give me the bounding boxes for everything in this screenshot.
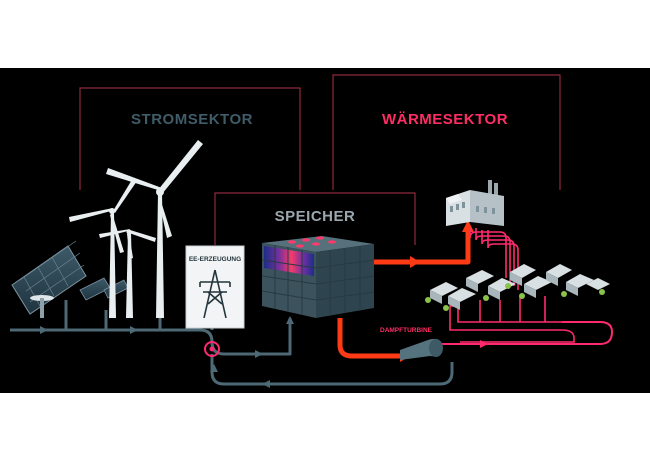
speicher-label: SPEICHER <box>275 208 356 225</box>
power-pylon-icon <box>199 269 231 319</box>
turbine-label: DAMPFTURBINE <box>380 327 433 334</box>
factory-icon <box>446 180 504 226</box>
ee-sign: EE-ERZEUGUNG <box>185 245 245 329</box>
grid-flow-arrows <box>40 316 294 388</box>
wind-turbine-icon <box>69 140 203 318</box>
heat-arrow-mid <box>410 256 420 268</box>
ee-label: EE-ERZEUGUNG <box>189 256 241 263</box>
heat-pipes <box>449 228 575 343</box>
steam-turbine-icon <box>400 338 443 360</box>
waerme-sector-label: WÄRMESEKTOR <box>382 111 508 128</box>
turbine-arrow <box>480 340 488 348</box>
heat-flow <box>337 230 471 359</box>
background-band <box>0 68 650 393</box>
sector-frames <box>79 74 561 245</box>
storage-unit-icon <box>261 236 375 318</box>
strom-sector-label: STROMSEKTOR <box>131 111 253 128</box>
junction-node-icon <box>204 341 220 357</box>
house-icon <box>425 264 610 311</box>
heat-arrow-up <box>462 220 474 232</box>
solar-panel-icon <box>11 240 129 318</box>
turbine-return-line <box>440 321 614 345</box>
